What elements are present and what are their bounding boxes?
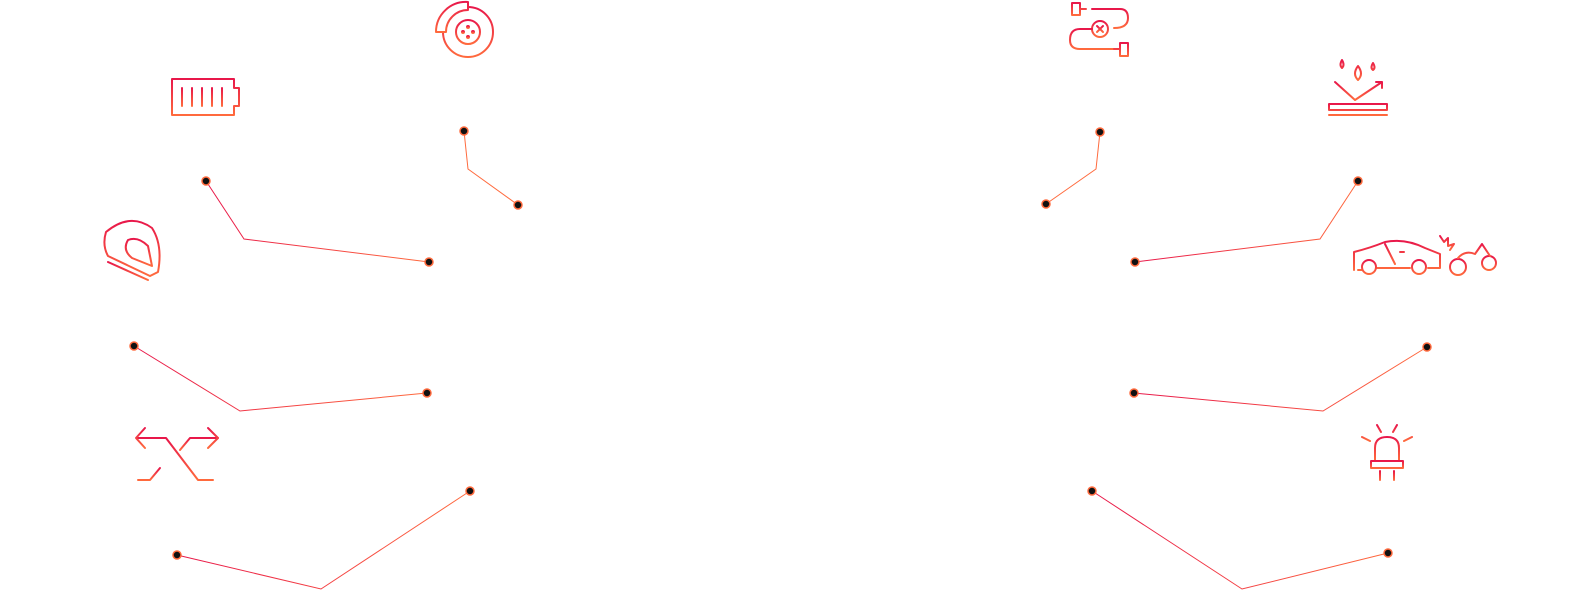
connector-water [1130, 176, 1363, 267]
connector-cable [1041, 127, 1105, 209]
connector-helmet [129, 341, 432, 412]
connector-siren [1087, 486, 1393, 590]
connector-collision [1129, 342, 1432, 412]
cable-disconnect-icon [1069, 2, 1129, 57]
connector-lane-change [172, 486, 475, 590]
battery-icon [171, 78, 240, 116]
lane-change-icon [135, 427, 219, 481]
connector-battery [201, 176, 434, 267]
siren-icon [1361, 424, 1413, 481]
water-repellent-icon [1328, 59, 1388, 116]
helmet-icon [103, 220, 161, 281]
connector-brake [459, 126, 523, 210]
car-motorcycle-collision-icon [1353, 235, 1497, 276]
brake-disc-icon [434, 0, 494, 58]
